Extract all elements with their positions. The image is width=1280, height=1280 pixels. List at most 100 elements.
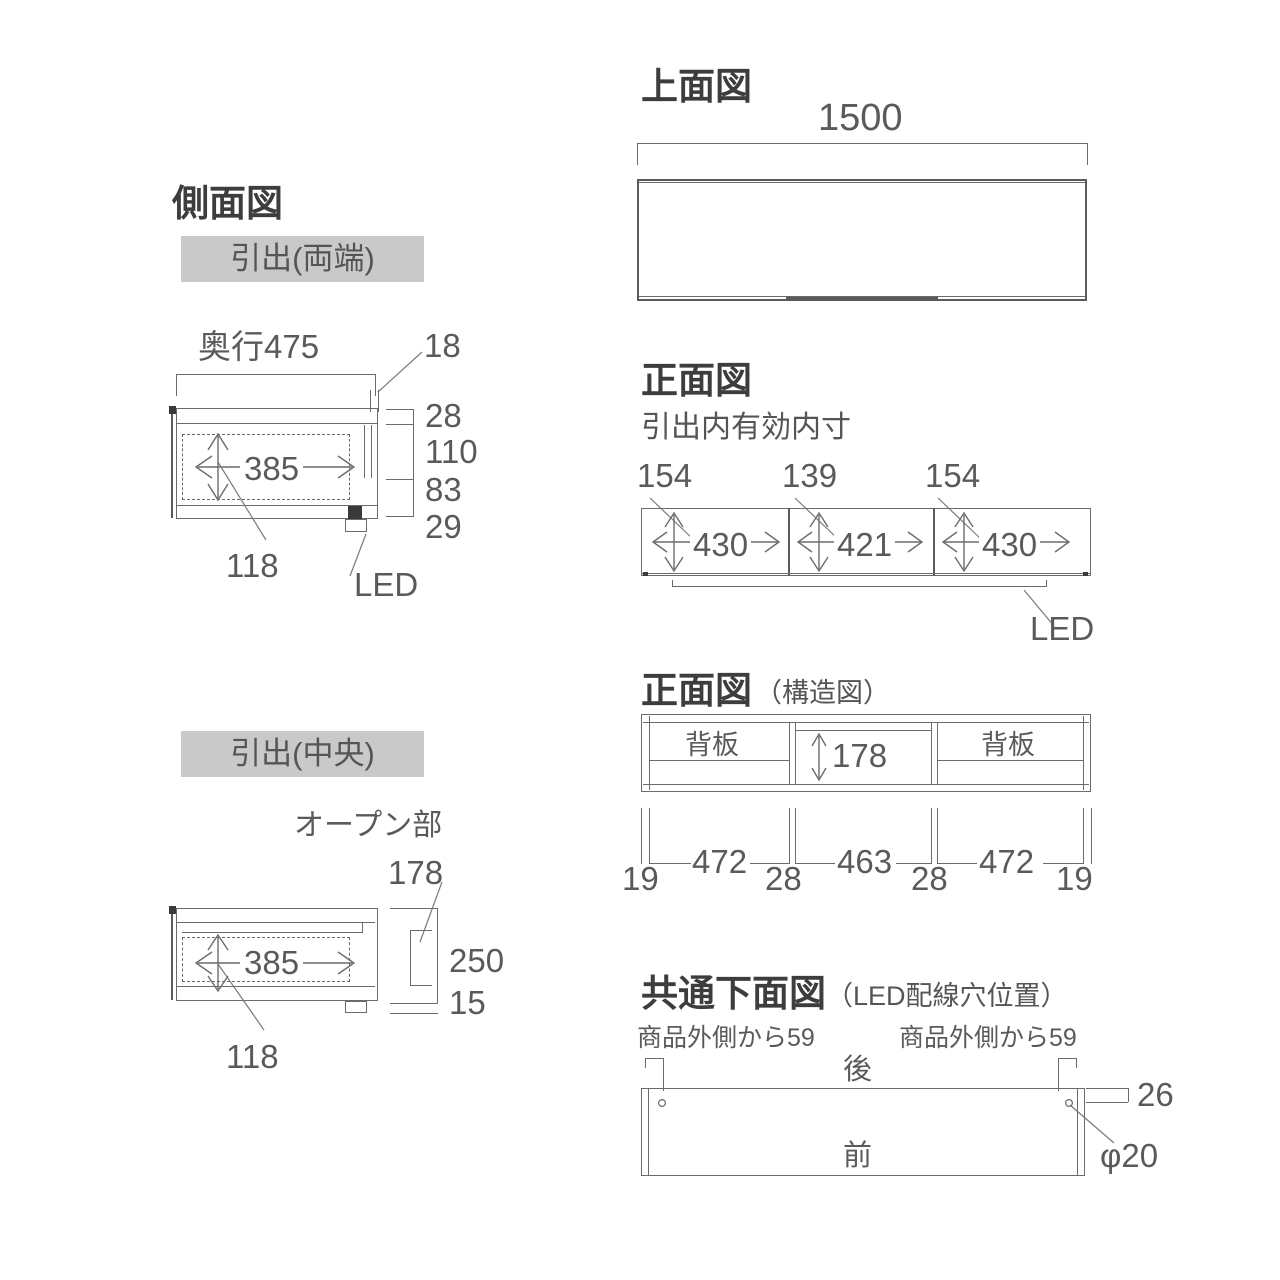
back-panel-label-right: 背板 xyxy=(981,730,1035,760)
struct-dim-28-left: 28 xyxy=(765,860,802,897)
front-structure-shelf-right xyxy=(937,760,1083,761)
front-view-led-strip-cap-right xyxy=(1046,580,1047,587)
open-part-leader-line xyxy=(419,881,443,943)
top-view-width-tick-left xyxy=(637,143,638,165)
front-width-430-right: 430 xyxy=(979,528,1041,561)
front-structure-top-rail xyxy=(643,722,1089,723)
side-dim-83: 83 xyxy=(425,471,462,508)
bottom-view-inner-left xyxy=(648,1089,649,1175)
struct-dim-ext-0b xyxy=(649,808,650,864)
side-view-ends-top-panel xyxy=(177,423,377,424)
front-structure-body xyxy=(641,714,1091,792)
side-view-ends-runner-a xyxy=(364,425,365,478)
side-dim-tick-0 xyxy=(386,409,414,410)
front-width-430-left: 430 xyxy=(690,528,752,561)
struct-dim-ext-1a xyxy=(789,808,790,864)
front-view-led-leader xyxy=(1023,589,1055,627)
side-view-ends-front-plate-cap xyxy=(169,406,176,414)
led-wiring-hole-right xyxy=(1064,1098,1074,1108)
center-open-height-arrow xyxy=(811,732,827,782)
struct-dim-line-472-left-b xyxy=(750,863,790,864)
side-dim-110: 110 xyxy=(425,433,478,470)
front-view-foot-right xyxy=(1083,572,1088,576)
struct-dim-472-right: 472 xyxy=(979,843,1035,880)
front-view-bottom-reveal xyxy=(642,573,1090,574)
side-dim-spine xyxy=(413,409,414,516)
struct-dim-line-463-a xyxy=(795,863,835,864)
top-view-width-label: 1500 xyxy=(818,97,903,139)
thickness-notch-right xyxy=(378,390,379,412)
front-height-leader-center xyxy=(794,497,840,541)
bottom-view-body xyxy=(641,1088,1085,1176)
struct-dim-line-472-left-a xyxy=(649,863,691,864)
depth-dimension-tick-left xyxy=(176,374,177,396)
struct-dim-28-right: 28 xyxy=(911,860,948,897)
bottom-note-bracket-left-h xyxy=(645,1058,663,1059)
top-view-body xyxy=(637,179,1087,301)
bottom-view-paren: （LED配線穴位置） xyxy=(826,981,1068,1011)
open-part-label: オープン部 xyxy=(294,809,443,842)
struct-dim-ext-2b xyxy=(937,808,938,864)
hole-diameter-leader xyxy=(1069,1104,1115,1144)
side-view-title: 側面図 xyxy=(172,183,283,224)
open-part-value: 178 xyxy=(388,854,444,891)
tag-drawer-center: 引出(中央) xyxy=(181,731,424,777)
front-view-led-strip-cap-left xyxy=(672,580,673,587)
front-cross-arrow-right xyxy=(941,511,1071,573)
front-structure-bottom-rail xyxy=(643,784,1089,785)
front-height-139-center: 139 xyxy=(782,457,838,494)
struct-dim-ext-0a xyxy=(641,808,642,864)
top-thickness-label: 18 xyxy=(424,327,461,364)
center-dim-178-spine xyxy=(410,930,411,985)
bottom-dim-26-label: 26 xyxy=(1137,1076,1174,1113)
side-dim-tick-1 xyxy=(386,424,414,425)
top-view-width-tick-right xyxy=(1087,143,1088,165)
top-view-center-drawer-front xyxy=(786,297,938,299)
side-view-center-bottom-panel xyxy=(177,986,375,987)
top-view-title: 上面図 xyxy=(641,66,752,107)
leader-118-label-center: 118 xyxy=(226,1038,279,1075)
front-structure-center-top-line xyxy=(796,730,931,731)
side-view-ends-front-inner-line xyxy=(176,410,177,514)
front-structure-partition-left-b xyxy=(795,722,796,784)
center-dim-250-spine xyxy=(437,908,438,1004)
depth-dimension-tick-right xyxy=(375,374,376,396)
bottom-view-rear-label: 後 xyxy=(843,1054,873,1086)
front-view-led-strip xyxy=(672,586,1046,587)
struct-dim-463-center: 463 xyxy=(837,843,893,880)
struct-dim-line-472-right-b xyxy=(1043,863,1084,864)
hole-diameter-label: φ20 xyxy=(1100,1137,1159,1174)
top-view-front-strip xyxy=(639,296,1085,297)
side-view-ends-runner-b xyxy=(371,425,372,478)
side-dim-tick-3 xyxy=(386,516,414,517)
led-leader-line-ends xyxy=(349,533,367,577)
front-view-body xyxy=(641,508,1091,576)
side-dim-28: 28 xyxy=(425,397,462,434)
center-dim-250-tick-bottom xyxy=(390,1003,438,1004)
front-view-subtitle: 引出内有効内寸 xyxy=(641,411,851,444)
struct-dim-ext-2a xyxy=(931,808,932,864)
center-dim-178-tick-top xyxy=(410,930,432,931)
side-view-center-shelf xyxy=(182,932,362,933)
bottom-view-title: 共通下面図 xyxy=(641,973,826,1014)
front-structure-title: 正面図 xyxy=(641,670,752,711)
front-view-divider-left xyxy=(788,508,790,576)
front-structure-paren: （構造図） xyxy=(755,678,890,708)
top-thickness-leader-line xyxy=(377,351,423,393)
side-dim-tick-2 xyxy=(386,479,414,480)
bottom-view-inner-right xyxy=(1077,1089,1078,1175)
top-view-rear-line xyxy=(639,182,1085,183)
side-view-center-shelf-end xyxy=(362,922,363,933)
bottom-note-bracket-left-v1 xyxy=(663,1058,664,1091)
front-view-led-label: LED xyxy=(1030,610,1095,647)
top-view-width-line xyxy=(637,143,1087,144)
bottom-view-front-label: 前 xyxy=(843,1140,873,1172)
struct-dim-line-463-b xyxy=(896,863,932,864)
led-module-ends xyxy=(348,506,362,520)
side-view-center-cross-arrow xyxy=(194,933,356,993)
front-height-leader-left xyxy=(649,497,695,541)
front-structure-right-rail xyxy=(1083,716,1084,790)
front-structure-left-rail xyxy=(649,716,650,790)
front-structure-shelf-left xyxy=(650,760,789,761)
bottom-dim-26-line-bottom xyxy=(1086,1102,1128,1103)
